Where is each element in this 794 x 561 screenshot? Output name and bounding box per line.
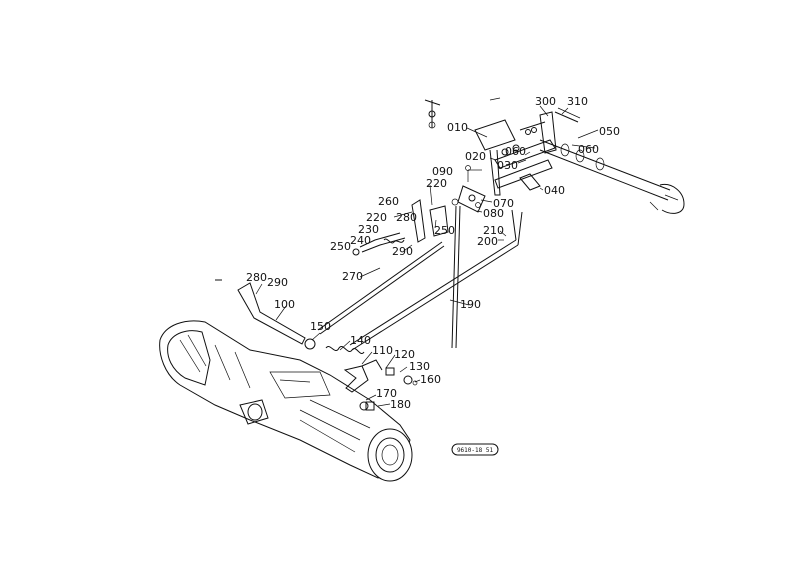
label-220-a: 220 [426, 177, 447, 190]
label-280-a: 280 [396, 211, 417, 224]
label-280-b: 280 [246, 271, 267, 284]
label-100: 100 [274, 298, 295, 311]
label-150: 150 [310, 320, 331, 333]
rear-shaft [539, 139, 685, 214]
transmission-housing [159, 320, 413, 482]
rods [317, 205, 523, 351]
label-090: 090 [432, 165, 453, 178]
label-120: 120 [394, 348, 415, 361]
label-240: 240 [350, 234, 371, 247]
label-060-b: 060 [578, 143, 599, 156]
label-220-b: 220 [366, 211, 387, 224]
drawing-code: 9610-18 51 [457, 447, 494, 454]
label-020: 020 [465, 150, 486, 163]
label-230: 230 [358, 223, 379, 236]
bracket-assembly [424, 97, 581, 196]
label-140: 140 [350, 334, 371, 347]
label-010: 010 [447, 121, 468, 134]
drawing-code-badge: 9610-18 51 [451, 443, 499, 456]
label-070: 070 [493, 197, 514, 210]
label-170: 170 [376, 387, 397, 400]
spring-and-fork [325, 346, 418, 411]
label-310: 310 [567, 95, 588, 108]
label-270: 270 [342, 270, 363, 283]
leader-lines [255, 105, 599, 407]
label-290-b: 290 [267, 276, 288, 289]
label-160: 160 [420, 373, 441, 386]
label-260: 260 [378, 195, 399, 208]
label-030: 030 [497, 159, 518, 172]
label-290-a: 290 [392, 245, 413, 258]
label-130: 130 [409, 360, 430, 373]
label-250-b: 250 [434, 224, 455, 237]
label-210: 210 [483, 224, 504, 237]
label-060-a: 060 [505, 145, 526, 158]
label-080: 080 [483, 207, 504, 220]
label-180: 180 [390, 398, 411, 411]
label-250-a: 250 [330, 240, 351, 253]
linkage-levers [352, 185, 486, 256]
label-190: 190 [460, 298, 481, 311]
part-number-labels: 010 020 030 040 050 060 060 070 080 090 … [246, 95, 620, 411]
shift-lever [215, 279, 316, 350]
label-110: 110 [372, 344, 393, 357]
label-040: 040 [544, 184, 565, 197]
label-200: 200 [477, 235, 498, 248]
label-300: 300 [535, 95, 556, 108]
label-050: 050 [599, 125, 620, 138]
